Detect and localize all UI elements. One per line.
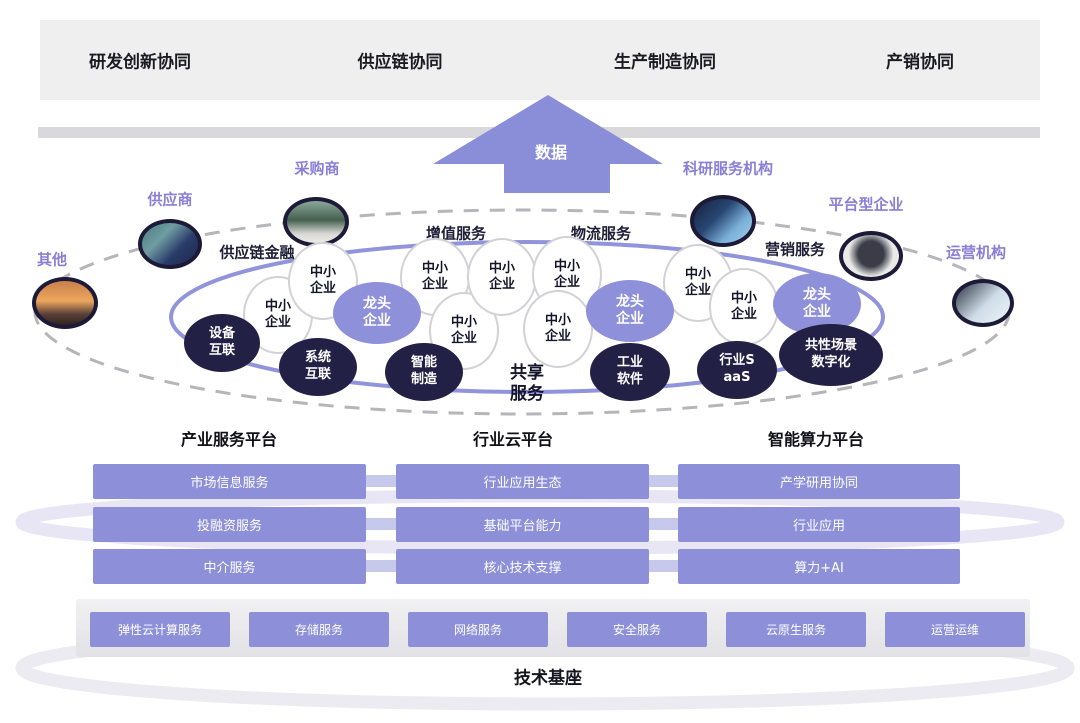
collaboration-bar: 研发创新协同 供应链协同 生产制造协同 产销协同 [40,20,1040,100]
operator-avatar [952,279,1014,327]
purchaser-avatar [283,197,349,247]
platform-row: 行业应用生态 [396,464,649,499]
foundation-tray [76,599,1030,657]
actor-label-supplier: 供应商 [147,190,193,209]
sme-circle: 中小企业 [709,268,779,346]
capability-node: 智能制造 [385,343,463,401]
capability-node: 系统互联 [279,338,357,396]
actor-label-research-org: 科研服务机构 [682,159,774,178]
actor-label-purchaser: 采购商 [294,159,340,178]
data-arrow-label: 数据 [534,143,568,162]
row-connector [649,560,678,572]
leader-circle: 龙头企业 [586,280,674,342]
platform-row: 核心技术支撑 [396,549,649,584]
shared-services-label: 共享服务 [510,362,544,404]
supplier-avatar [138,219,202,269]
foundation-service-box: 存储服务 [249,612,389,647]
foundation-label: 技术基座 [514,668,582,689]
actor-label-other: 其他 [36,250,68,269]
foundation-service-box: 网络服务 [408,612,548,647]
row-connector [649,475,678,487]
research-org-avatar [690,195,756,247]
sme-circle: 中小企业 [523,290,593,368]
capability-node: 行业SaaS [697,341,777,399]
foundation-service-box: 运营运维 [885,612,1025,647]
row-connector [366,475,396,487]
marketing-services-label: 营销服务 [764,240,826,259]
foundation-service-box: 云原生服务 [726,612,866,647]
collab-label-sales: 产销协同 [886,52,954,73]
platform-row: 基础平台能力 [396,507,649,542]
collab-label-manufacturing: 生产制造协同 [614,52,716,73]
sme-circle: 中小企业 [467,238,537,316]
collab-label-rd: 研发创新协同 [89,52,191,73]
data-arrow-shape [433,95,663,193]
foundation-service-box: 弹性云计算服务 [90,612,230,647]
capability-node: 设备互联 [184,314,260,372]
actor-label-platform-enterprise: 平台型企业 [828,195,904,214]
platform-enterprise-avatar [839,231,903,281]
platform-row: 投融资服务 [93,507,366,542]
capability-node: 共性场景数字化 [779,324,883,386]
row-connector [649,518,678,530]
collab-label-supply-chain: 供应链协同 [357,52,443,73]
row-connector [366,560,396,572]
platform-title-industry-service: 产业服务平台 [180,430,278,449]
actor-label-operator: 运营机构 [945,243,1007,262]
leader-circle: 龙头企业 [333,282,421,344]
row-connector [366,518,396,530]
capability-node: 工业软件 [590,343,670,401]
platform-title-intelligent-computing: 智能算力平台 [767,430,865,449]
platform-title-industry-cloud: 行业云平台 [472,430,554,449]
foundation-service-box: 安全服务 [567,612,707,647]
logistics-services-label: 物流服务 [570,224,632,243]
supply-chain-finance-label: 供应链金融 [219,243,295,262]
platform-row: 产学研用协同 [678,464,960,499]
platform-row: 中介服务 [93,549,366,584]
other-avatar [32,277,98,329]
platform-row: 市场信息服务 [93,464,366,499]
shared-service-ring [169,240,885,394]
platform-row: 行业应用 [678,507,960,542]
platform-row: 算力+AI [678,549,960,584]
